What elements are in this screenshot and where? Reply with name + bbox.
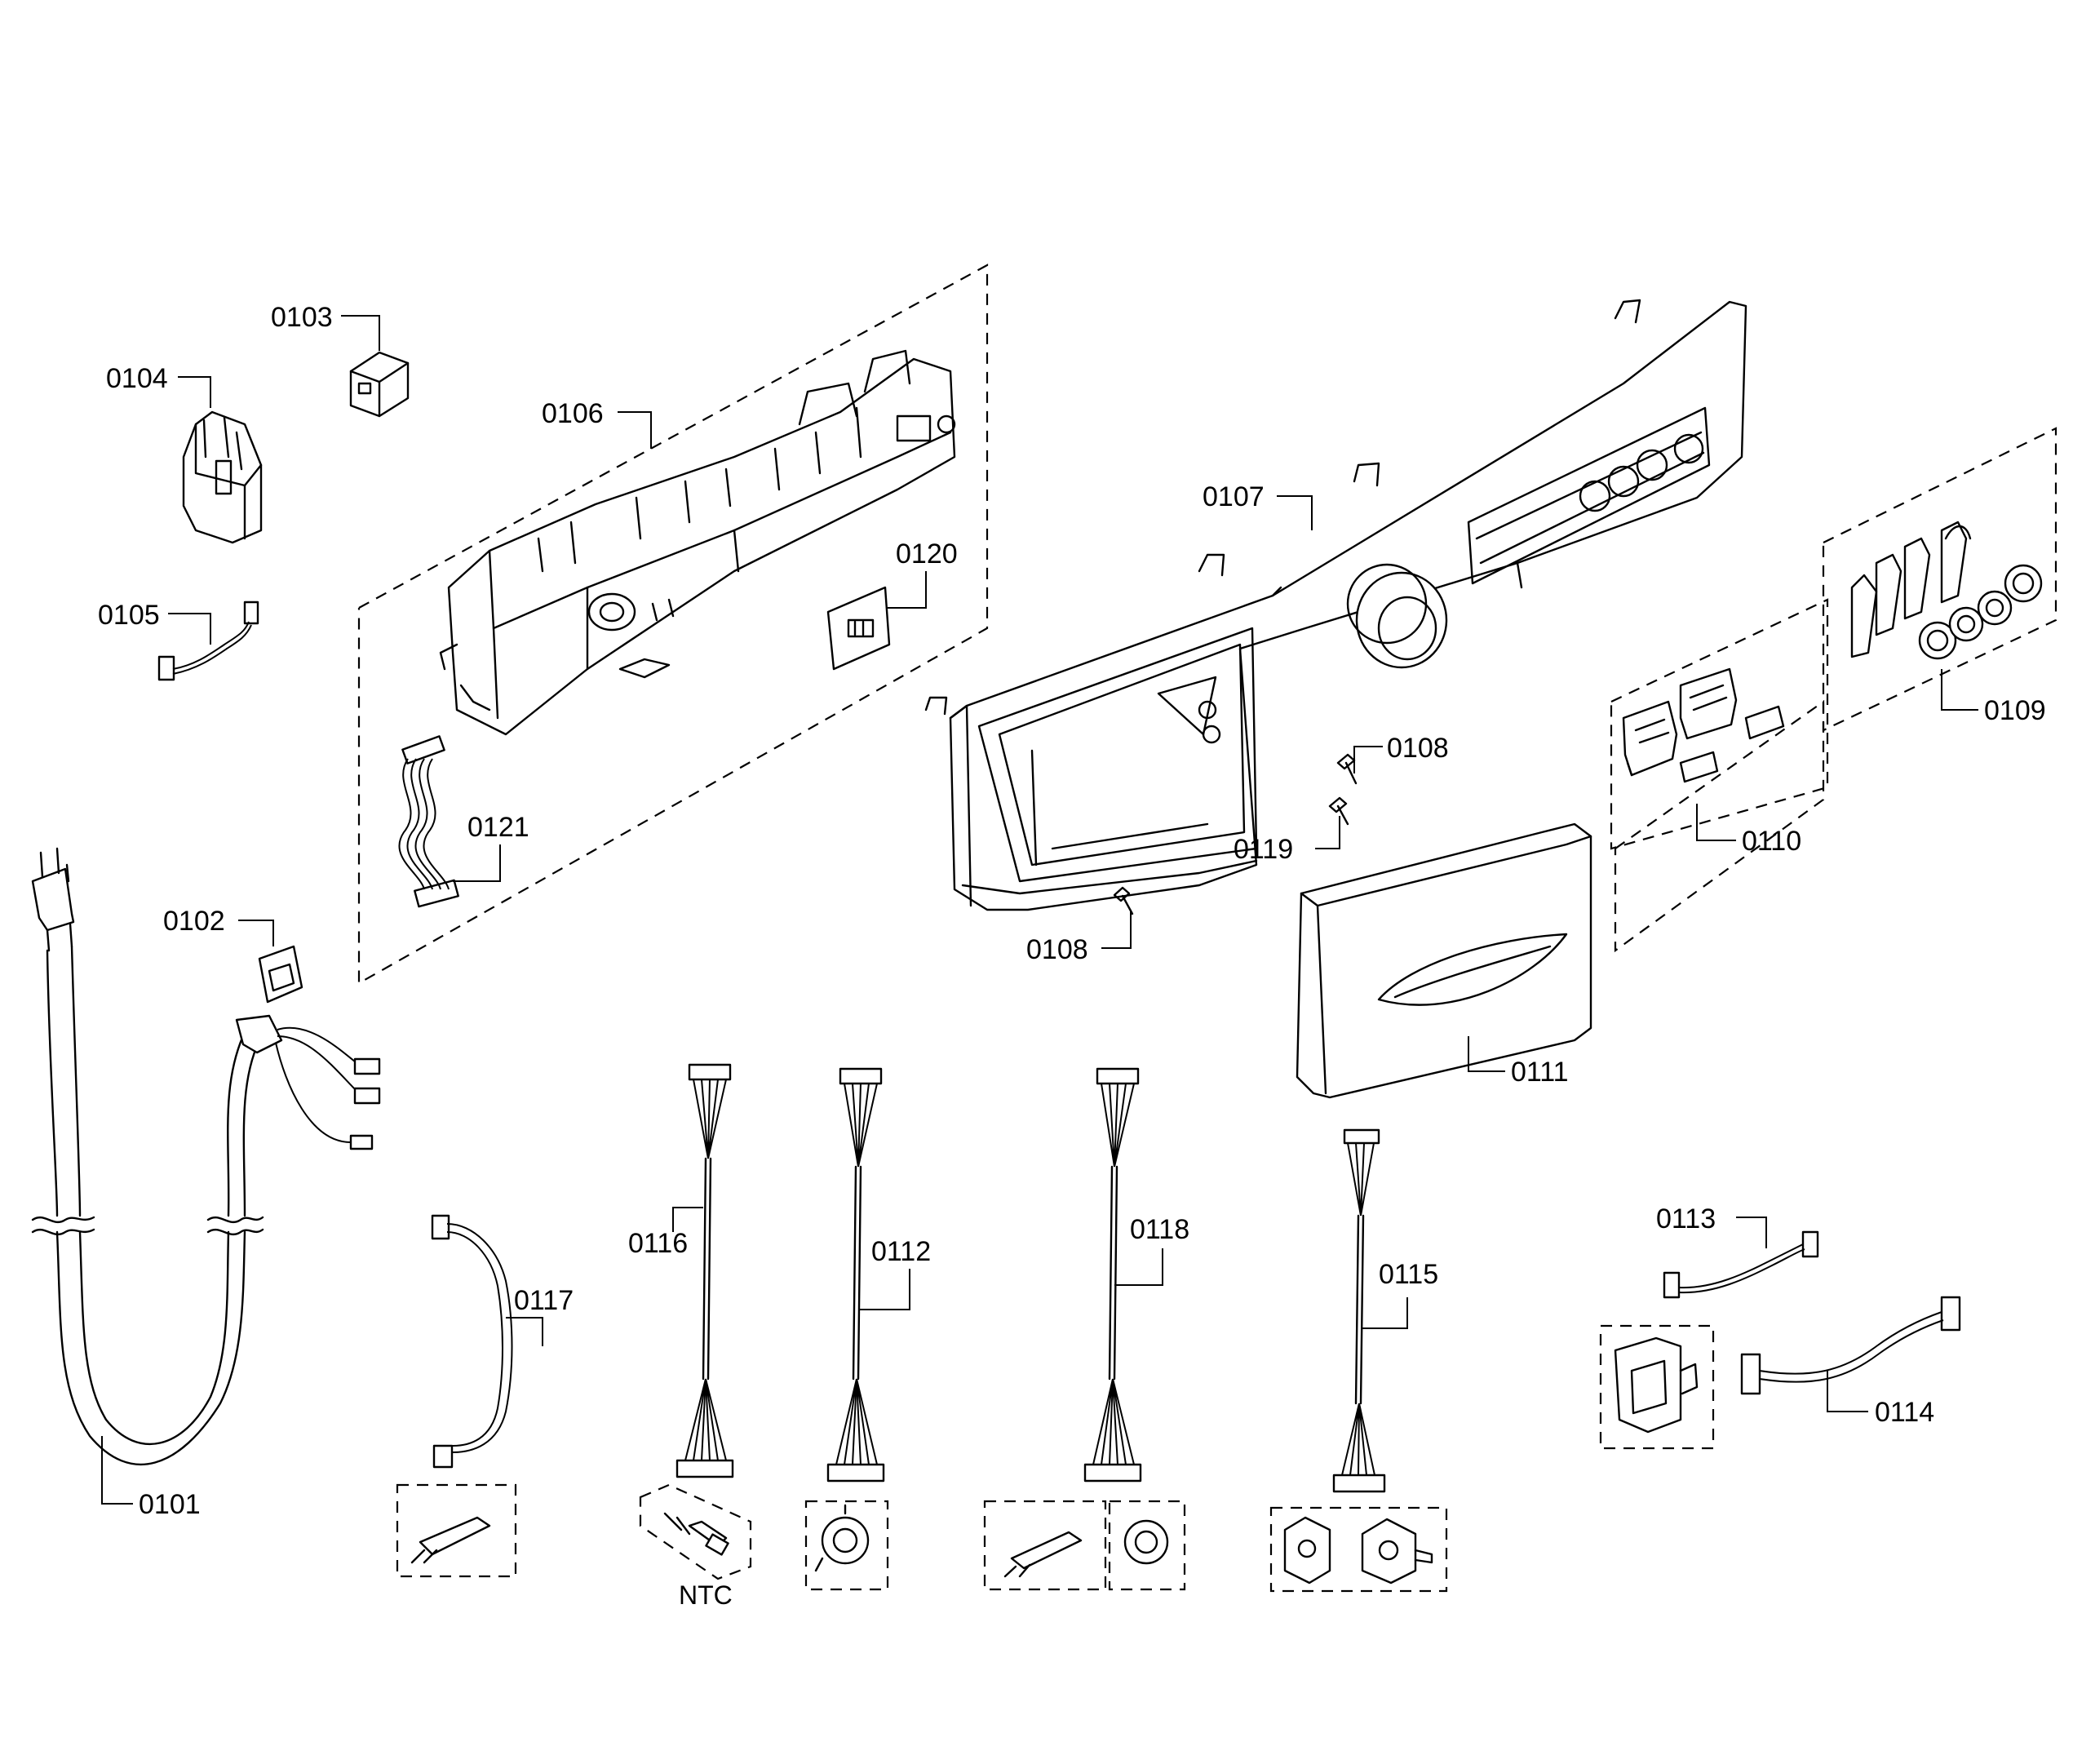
leader-0105 xyxy=(168,613,211,645)
box-0115-pumps xyxy=(1269,1506,1448,1593)
part-0115-pumps xyxy=(1283,1516,1433,1584)
label-0121: 0121 xyxy=(467,812,529,843)
label-0113: 0113 xyxy=(1656,1203,1716,1234)
leader-0106 xyxy=(618,411,652,449)
label-ntc: NTC xyxy=(679,1580,733,1610)
label-0106: 0106 xyxy=(542,398,604,429)
leader-0109 xyxy=(1941,669,1978,711)
part-0114-door-lock xyxy=(1614,1336,1699,1434)
label-0112: 0112 xyxy=(871,1236,931,1267)
part-0108-screw-upper xyxy=(1336,753,1358,785)
leader-0117 xyxy=(506,1317,543,1346)
label-0101: 0101 xyxy=(139,1489,201,1520)
part-0101-power-cord xyxy=(31,847,381,1466)
group-box-control-module xyxy=(357,264,989,985)
label-0104: 0104 xyxy=(106,363,168,394)
part-0102-module xyxy=(258,945,303,1004)
part-0116-harness xyxy=(675,1063,734,1478)
leader-0116 xyxy=(672,1207,703,1232)
leader-0113 xyxy=(1736,1217,1767,1248)
group-box-0110 xyxy=(1614,699,1825,953)
label-0120: 0120 xyxy=(896,539,958,570)
label-0118: 0118 xyxy=(1130,1214,1189,1245)
part-0106-control-module xyxy=(439,349,956,736)
part-0110-switches xyxy=(1622,667,1785,783)
label-0116: 0116 xyxy=(628,1228,688,1259)
label-0102: 0102 xyxy=(163,906,225,937)
part-0121-harness xyxy=(398,735,459,908)
part-0105-cable xyxy=(157,601,259,681)
part-0111-drawer-handle xyxy=(1296,822,1592,1099)
leader-0107 xyxy=(1277,495,1313,530)
group-box-0109 xyxy=(1822,427,2057,732)
label-0109: 0109 xyxy=(1984,695,2046,726)
part-0117-cable xyxy=(431,1214,513,1469)
label-0110: 0110 xyxy=(1742,826,1801,857)
label-0117: 0117 xyxy=(514,1285,574,1316)
leader-0111 xyxy=(1468,1036,1505,1072)
leader-0108-upper xyxy=(1353,746,1383,773)
leader-0121 xyxy=(453,844,501,882)
part-0114-cable xyxy=(1740,1296,1961,1395)
leader-0114 xyxy=(1827,1371,1868,1412)
part-0117-heater-sensor xyxy=(410,1516,491,1564)
leader-0118 xyxy=(1114,1248,1163,1286)
label-0119: 0119 xyxy=(1234,834,1293,865)
part-0118-harness xyxy=(1083,1067,1142,1483)
leader-0108-lower xyxy=(1101,910,1132,949)
leader-0119 xyxy=(1315,816,1340,849)
part-0115-harness xyxy=(1332,1128,1386,1493)
part-0107-control-panel xyxy=(924,299,1747,911)
group-box-0110-outline xyxy=(1610,598,1829,850)
box-0112-component xyxy=(804,1500,889,1591)
part-0119-screw xyxy=(1328,796,1349,826)
part-0112-pressure-switch xyxy=(814,1504,870,1572)
box-0116-ntc xyxy=(639,1483,752,1580)
leader-0101 xyxy=(101,1436,133,1505)
label-0105: 0105 xyxy=(98,600,160,631)
part-ntc-sensor xyxy=(663,1512,729,1556)
leader-0115 xyxy=(1361,1297,1408,1329)
label-0108-upper: 0108 xyxy=(1387,733,1449,764)
leader-0112 xyxy=(858,1269,910,1310)
box-0118-heater xyxy=(983,1500,1107,1591)
label-0103: 0103 xyxy=(271,302,333,333)
label-0114: 0114 xyxy=(1875,1397,1934,1428)
part-0113-cable xyxy=(1663,1230,1819,1299)
part-0104-filter xyxy=(182,410,263,544)
leader-0110 xyxy=(1696,804,1736,841)
part-0120-pcb xyxy=(826,586,891,671)
label-0108-lower: 0108 xyxy=(1026,934,1088,965)
label-0107: 0107 xyxy=(1203,481,1265,512)
leader-0103 xyxy=(341,315,380,351)
part-0109-buttons xyxy=(1850,521,2043,660)
box-0117-component xyxy=(396,1483,517,1578)
part-0103-block xyxy=(349,351,410,418)
label-0111: 0111 xyxy=(1511,1057,1569,1088)
part-0112-harness xyxy=(826,1067,885,1483)
leader-0104 xyxy=(178,376,211,408)
leader-0120 xyxy=(888,571,927,609)
label-0115: 0115 xyxy=(1379,1259,1438,1290)
box-0118-pressure-switch xyxy=(1108,1500,1186,1591)
part-0118-heater-switch xyxy=(1003,1519,1169,1578)
leader-0102 xyxy=(238,920,274,946)
